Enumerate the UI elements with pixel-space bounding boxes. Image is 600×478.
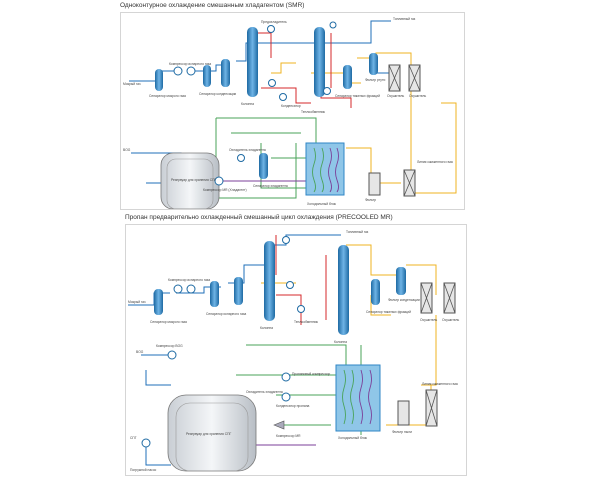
pump-icon [323, 87, 331, 95]
bottom-equipment [141, 236, 456, 472]
label-compressor-steam: Компрессор испарного газа [168, 278, 210, 282]
label-compressor-bog: Компрессор BOG [156, 344, 183, 348]
separator-vessel [203, 65, 211, 87]
lng-storage-tank [167, 394, 257, 472]
cold-box [335, 364, 381, 432]
label-dryer2: Осушитель [442, 318, 459, 322]
mr-compressor-icon [273, 420, 285, 430]
label-lng-out: Линия сжиженного газа [417, 160, 453, 164]
label-storage: Резервуар для хранения СПГ [186, 432, 231, 436]
condensation-separator [221, 59, 230, 87]
dryer-2 [443, 282, 456, 314]
label-lng: СПГ [130, 436, 137, 440]
label-cold-box: Холодильный блок [338, 436, 368, 440]
dryer-3 [403, 169, 416, 197]
dryer-1 [388, 64, 401, 92]
separator-vessel-2 [234, 277, 243, 305]
label-storage: Резервуар для хранения СПГ [171, 178, 216, 182]
label-column: Колонна [260, 326, 273, 330]
label-bog: BOG [136, 350, 144, 354]
bog-compressor-icon [167, 350, 177, 360]
label-separator-wet: Сепаратор мокрого газа [150, 320, 187, 324]
pump-icon [267, 25, 275, 33]
label-heat-exchanger: Теплообменник [294, 320, 318, 324]
cooler-icon [281, 392, 291, 402]
bottom-diagram-title: Пропан предварительно охлажденный смешан… [125, 214, 393, 221]
label-pump: Погружной насос [130, 468, 157, 472]
label-fuel-gas: Топливный газ [393, 17, 416, 21]
top-equipment [155, 21, 421, 209]
mr-compressor-icon [214, 176, 224, 186]
label-separator-heavy: Сепаратор тяжелых фракций [335, 94, 380, 98]
label-dryer: Осушитель [420, 318, 437, 322]
separator-vessel [210, 281, 219, 307]
distillation-column-2 [338, 245, 349, 335]
mr-separator [259, 153, 268, 179]
label-compressor-mr: Компрессор MR [276, 434, 301, 438]
pump-icon [279, 93, 287, 101]
distillation-column [264, 241, 275, 321]
submersible-pump-icon [141, 438, 151, 448]
wet-gas-separator [154, 289, 163, 315]
label-separator-cond: Сепаратор конденсации [199, 92, 236, 96]
compressor-icon [186, 66, 196, 76]
dryer-1 [420, 282, 433, 314]
top-diagram-title: Одноконтурное охлаждение смешанным хлада… [120, 2, 305, 9]
label-dryer2: Осушитель [409, 94, 426, 98]
label-separator-wet: Сепаратор мокрого газа [149, 94, 186, 98]
label-bog: BOG [123, 148, 131, 152]
label-dryer: Осушитель [387, 94, 404, 98]
mercury-filter [369, 53, 378, 75]
label-heat-exchanger: Теплообменник [301, 110, 325, 114]
label-propane-comp: Пропановый компрессор [292, 372, 330, 376]
label-separator-sep: Сепаратор испарного газа [206, 312, 246, 316]
compressor-icon [173, 66, 183, 76]
heavy-separator [343, 65, 352, 89]
dust-filter [397, 400, 410, 426]
label-separator-mr: Сепаратор хладагента [253, 184, 288, 188]
label-filter-out: Фильтр пыли [392, 430, 412, 434]
valve-icon [329, 21, 337, 29]
label-lng-line: Линия сжиженного газа [422, 382, 458, 386]
compressor-icon [173, 284, 183, 294]
label-column: Колонна [241, 102, 254, 106]
label-compressor-steam: Компрессор испарного газа [169, 62, 211, 66]
label-wet-gas: Мокрый газ [128, 300, 146, 304]
distillation-column-2 [314, 27, 325, 97]
label-precooler: Предохладитель [261, 20, 287, 24]
label-condenser: Конденсатор [281, 104, 301, 108]
heavy-separator [371, 279, 380, 305]
pump-icon [286, 281, 294, 289]
label-cooler: Охладитель хладагента [229, 148, 266, 152]
pump-icon [268, 79, 276, 87]
cooler-icon [237, 154, 245, 162]
label-sep-filter: Фильтр [365, 198, 376, 202]
filter-condensation [396, 267, 406, 295]
dryer-2 [408, 64, 421, 92]
cold-box [305, 142, 345, 196]
dust-filter [368, 172, 381, 196]
dryer-3 [425, 389, 438, 427]
label-mercury: Фильтр ртути [365, 78, 385, 82]
bottom-diagram-panel: Топливный газ Мокрый газ Компрессор испа… [125, 224, 467, 476]
top-diagram: Мокрый газ BOG Топливный газ Компрессор … [123, 17, 457, 209]
label-cooler: Охладитель хладагента [246, 390, 283, 394]
pump-icon [297, 305, 305, 313]
wet-gas-separator [155, 69, 163, 91]
pump-icon [282, 236, 290, 244]
label-wet-gas: Мокрый газ [123, 82, 141, 86]
bottom-diagram: Топливный газ Мокрый газ Компрессор испа… [128, 230, 459, 472]
propane-compressor-icon [281, 372, 291, 382]
top-diagram-panel: Мокрый газ BOG Топливный газ Компрессор … [120, 12, 465, 210]
compressor-icon [186, 284, 196, 294]
distillation-column [247, 27, 258, 97]
label-filter-cond: Фильтр конденсации [388, 298, 420, 302]
label-condenser-propane: Конденсатор пропана [276, 404, 310, 408]
label-separator-heavy: Сепаратор тяжелых фракций [366, 310, 411, 314]
label-compressor-mr: Компрессор MR (Хладагент) [203, 188, 247, 192]
label-fuel-gas: Топливный газ [346, 230, 369, 234]
label-cold-box: Холодильный блок [307, 202, 337, 206]
label-column2: Колонна [334, 340, 347, 344]
